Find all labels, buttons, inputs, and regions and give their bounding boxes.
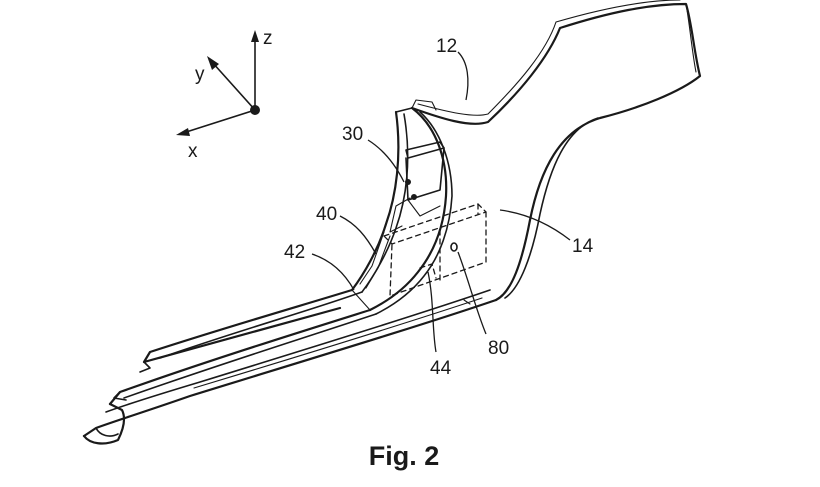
panel-tab <box>411 99 437 111</box>
y-axis-arrow <box>207 56 219 70</box>
ref-label-14: 14 <box>572 236 594 257</box>
ref-label-30: 30 <box>342 124 363 145</box>
sill-end-inner <box>95 427 119 437</box>
sill-middle-line-2 <box>193 297 483 389</box>
leader-44 <box>427 271 437 353</box>
x-axis-label: x <box>188 141 198 162</box>
ref-label-12: 12 <box>436 36 457 57</box>
sill-bottom-edge <box>82 298 498 438</box>
leader-lines <box>311 51 571 353</box>
leader-40 <box>339 215 377 255</box>
sill-upper-flange <box>142 288 354 364</box>
pillar-hole-2 <box>411 194 417 200</box>
pillar-reinforcement-42-inner <box>365 235 391 289</box>
sill-front-tab <box>139 361 151 373</box>
ref-label-42: 42 <box>284 242 305 263</box>
sill-pillar-joint <box>351 289 371 311</box>
wheel-arch-edge <box>504 117 599 299</box>
pillar-gusset <box>407 199 441 217</box>
y-axis-line <box>211 61 256 111</box>
ref-label-40: 40 <box>316 204 337 225</box>
pillar-front-edge <box>350 110 400 292</box>
leader-30 <box>367 139 405 183</box>
pillar-rear-edge <box>368 106 448 312</box>
sill-front-tab-2 <box>113 391 127 401</box>
hidden-component-44 <box>383 203 487 297</box>
figure-caption: Fig. 2 <box>369 441 440 471</box>
reference-numerals: 12 30 40 42 14 80 44 <box>284 36 594 379</box>
z-axis-arrow <box>251 30 259 42</box>
side-panel-upper-flange <box>417 0 681 116</box>
ref-label-44: 44 <box>430 358 452 379</box>
z-axis-label: z <box>263 28 273 49</box>
sill-top-edge <box>108 308 372 406</box>
axis-origin <box>250 105 260 115</box>
sill-detail <box>463 299 471 305</box>
y-axis-label: y <box>195 64 205 85</box>
hole-80 <box>450 242 458 252</box>
leader-12 <box>457 51 469 101</box>
ref-label-80: 80 <box>488 338 509 359</box>
side-panel-rear-edge <box>685 3 697 73</box>
pillar-top-cap <box>395 107 413 113</box>
pillar-hole-1 <box>405 179 411 185</box>
side-panel-outline <box>410 2 702 302</box>
sill-end-cap <box>82 402 126 445</box>
sill-upper-inner <box>159 291 363 359</box>
leader-80 <box>457 251 487 335</box>
coordinate-axes: z y x <box>176 28 273 162</box>
pillar-reinforcement-42-edge <box>359 231 385 285</box>
hidden-box-detail <box>419 263 437 279</box>
pillar-crossmember-body <box>405 147 445 201</box>
leader-14 <box>499 209 571 241</box>
x-axis-line <box>179 109 256 135</box>
pillar-bracket <box>389 197 411 233</box>
side-panel-12 <box>410 0 702 302</box>
sill-top-inner <box>123 313 377 399</box>
x-axis-arrow <box>176 128 190 136</box>
leader-42 <box>311 253 355 291</box>
hidden-box-top <box>383 203 487 245</box>
pillar-30 <box>350 106 453 315</box>
hidden-box-front <box>389 211 487 297</box>
